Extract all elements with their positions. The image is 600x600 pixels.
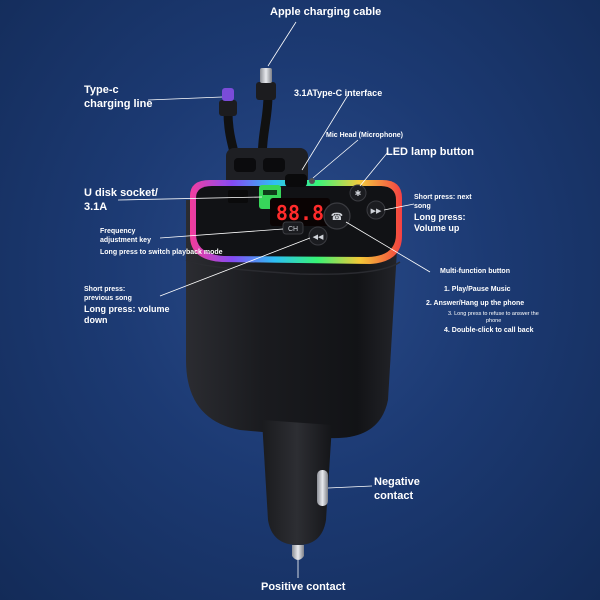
frequency-key-symbol: CH (288, 226, 298, 233)
leader-lines (117, 21, 431, 578)
label-mic-head: Mic Head (Microphone) (326, 132, 404, 139)
label-negative-2: contact (374, 490, 414, 502)
display-readout: 88.8 (276, 201, 324, 225)
frequency-key[interactable] (282, 221, 304, 235)
label-long-voldown-1: Long press: volume (84, 304, 170, 314)
label-multi-2: 2. Answer/Hang up the phone (426, 300, 525, 307)
label-typec-interface: 3.1AType-C interface (294, 88, 383, 98)
positive-contact-tip (292, 545, 304, 560)
label-udisk-1: U disk socket/ (84, 187, 158, 199)
multi-function-button[interactable] (323, 202, 351, 230)
label-multi-4: 4. Double-click to call back (444, 327, 534, 334)
label-multi-3b: phone (486, 318, 502, 324)
label-typec-line-1: Type-c (84, 84, 119, 96)
device-plug-stem (262, 420, 332, 560)
label-short-prev-2: previous song (84, 295, 132, 302)
label-long-volup-1: Long press: (414, 212, 466, 222)
label-apple-cable: Apple charging cable (270, 6, 382, 18)
label-led-button: LED lamp button (386, 146, 474, 158)
label-multi-3a: 3. Long press to refuse to answer the (448, 311, 539, 317)
svg-text:☎: ☎ (331, 212, 343, 223)
type-c-port (285, 174, 307, 187)
label-short-next-2: song (414, 203, 431, 210)
label-long-volup-2: Volume up (414, 223, 460, 233)
label-multi-1: 1. Play/Pause Music (444, 286, 511, 293)
label-udisk-2: 3.1A (84, 201, 108, 213)
label-short-next-1: Short press: next (414, 194, 472, 201)
label-freq-3: Long press to switch playback mode (100, 249, 223, 256)
label-short-prev-1: Short press: (84, 286, 126, 293)
mic-hole (309, 178, 315, 184)
label-typec-line-2: charging line (84, 98, 153, 110)
previous-button[interactable] (308, 226, 328, 246)
label-positive: Positive contact (261, 581, 346, 593)
led-display (270, 198, 330, 226)
led-lamp-button[interactable] (349, 184, 367, 202)
lamp-icon: ✱ (355, 189, 362, 198)
label-freq-2: adjustment key (100, 237, 151, 244)
previous-icon: ◀◀ (313, 234, 324, 241)
negative-contact-spring (317, 470, 328, 506)
label-long-voldown-2: down (84, 315, 108, 325)
next-icon: ▶▶ (371, 208, 382, 215)
label-multi-title: Multi-function button (440, 268, 510, 275)
aux-port (228, 190, 248, 203)
label-freq-1: Frequency (100, 228, 136, 235)
label-negative-1: Negative (374, 476, 420, 488)
